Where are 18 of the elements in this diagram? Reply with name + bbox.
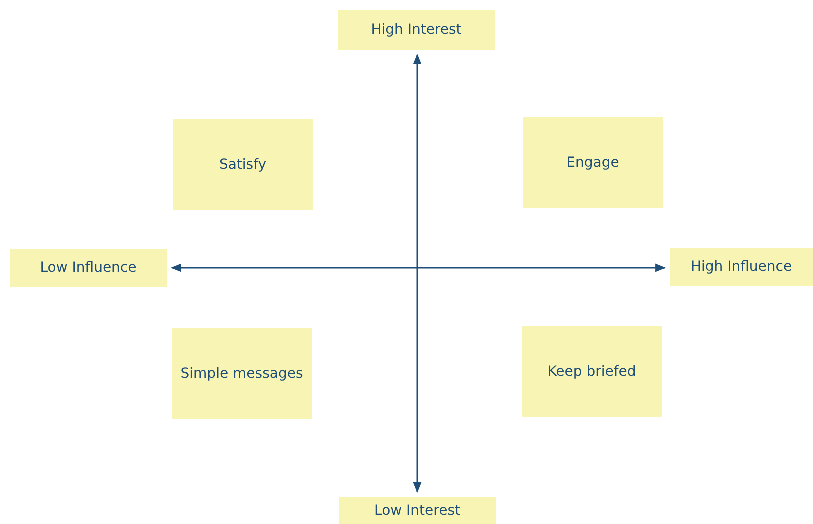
axis-label: High Interest (371, 22, 462, 38)
axis-label: High Influence (690, 259, 792, 275)
quadrant-box (172, 328, 312, 419)
axis-label-box (339, 497, 496, 524)
quadrant-box (173, 119, 313, 210)
axis-label: Low Interest (374, 502, 460, 518)
axis-label-box (338, 10, 495, 50)
quadrant-label: Keep briefed (548, 364, 636, 380)
quadrant-label: Satisfy (219, 156, 267, 172)
quadrant-label: Engage (566, 154, 620, 170)
quadrant-label: Simple messages (180, 366, 304, 382)
quadrant-box (523, 117, 663, 208)
axis-label-box (670, 248, 813, 286)
axis-label-box (10, 249, 167, 287)
quadrant-box (522, 326, 662, 417)
double-headed-arrow (413, 54, 422, 494)
axis-label: Low Influence (40, 260, 137, 276)
double-headed-arrow (170, 264, 666, 272)
